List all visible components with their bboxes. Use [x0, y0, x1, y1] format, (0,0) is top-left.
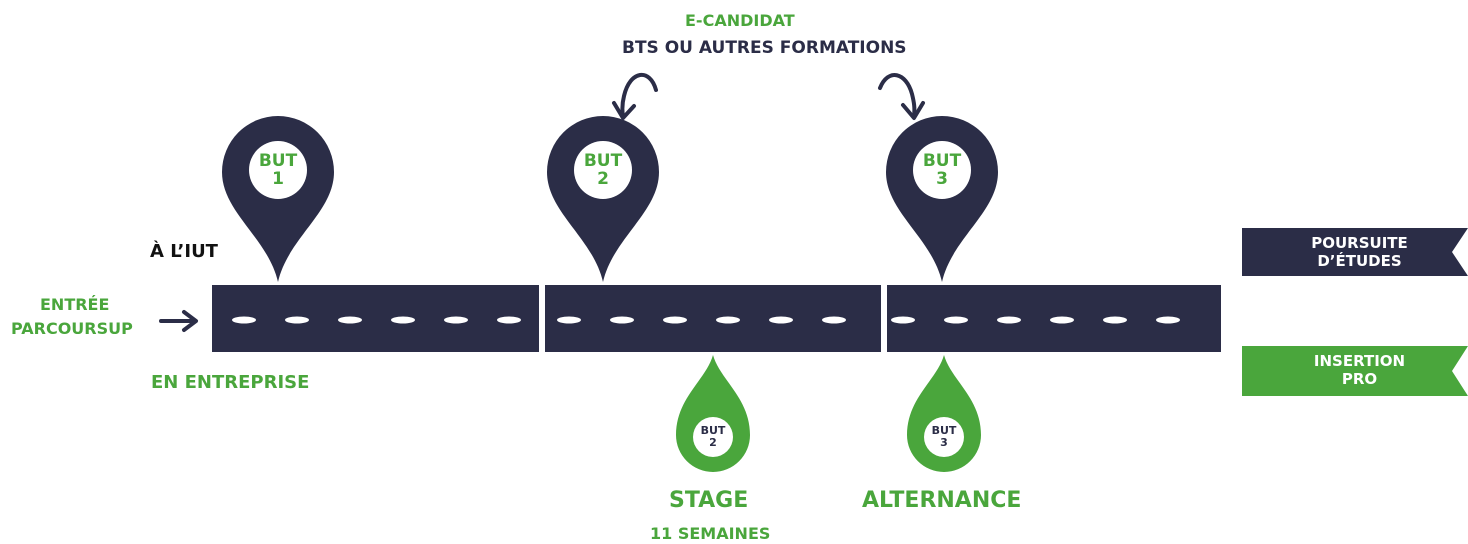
map-pin-icon	[547, 116, 659, 282]
pin-title: BUT	[700, 424, 726, 437]
pin-number: 2	[597, 169, 609, 189]
pin-title: BUT	[922, 151, 962, 171]
road-dash	[944, 316, 968, 324]
a-liut-label: À L’IUT	[150, 241, 218, 262]
curved-arrow-icon	[612, 72, 658, 120]
poursuite-line2: D’ÉTUDES	[1317, 252, 1402, 270]
road-dashes	[232, 316, 1180, 324]
road-dash	[716, 316, 740, 324]
road-dash	[557, 316, 581, 324]
map-pin-icon	[886, 116, 998, 282]
drop-pin-but3: BUT 3	[924, 425, 964, 449]
pin-number: 1	[272, 169, 284, 189]
road-dash	[1156, 316, 1180, 324]
entree-label: ENTRÉE	[40, 295, 110, 314]
parcoursup-label: PARCOURSUP	[11, 319, 133, 338]
insertion-line2: PRO	[1341, 370, 1378, 388]
insertion-text: INSERTION PRO	[1262, 352, 1457, 388]
outcome-banner-insertion	[1242, 346, 1468, 396]
pin-but1: BUT 1	[249, 152, 307, 188]
road-segment-but1	[212, 285, 539, 352]
poursuite-text: POURSUITE D’ÉTUDES	[1262, 234, 1457, 270]
insertion-line1: INSERTION	[1313, 352, 1406, 370]
road-dash	[1103, 316, 1127, 324]
e-candidat-label: E-CANDIDAT	[685, 11, 795, 30]
pin-number: 3	[936, 169, 948, 189]
pin-number: 2	[709, 436, 717, 449]
pin-title: BUT	[931, 424, 957, 437]
pin-but3: BUT 3	[913, 152, 971, 188]
road-dash	[497, 316, 521, 324]
road-dash	[391, 316, 415, 324]
road-dash	[610, 316, 634, 324]
road-dash	[1050, 316, 1074, 324]
alternance-label: ALTERNANCE	[862, 488, 1022, 513]
en-entreprise-label: EN ENTREPRISE	[151, 372, 310, 393]
outcome-banner-poursuite	[1242, 228, 1468, 276]
drop-pin-icon	[676, 355, 750, 472]
road-dash	[769, 316, 793, 324]
poursuite-line1: POURSUITE	[1311, 234, 1408, 252]
map-pin-icon	[222, 116, 334, 282]
stage-label: STAGE	[669, 488, 749, 513]
road-dash	[997, 316, 1021, 324]
pin-title: BUT	[583, 151, 623, 171]
road-dash	[285, 316, 309, 324]
drop-pin-but2: BUT 2	[693, 425, 733, 449]
stage-duration-label: 11 SEMAINES	[650, 524, 771, 543]
pin-title: BUT	[258, 151, 298, 171]
road-dash	[444, 316, 468, 324]
road-dash	[822, 316, 846, 324]
pin-number: 3	[940, 436, 948, 449]
drop-pin-icon	[907, 355, 981, 472]
curved-arrow-icon	[878, 73, 925, 120]
road-dash	[663, 316, 687, 324]
arrow-right-icon	[159, 310, 198, 332]
road-dash	[232, 316, 256, 324]
pin-but2: BUT 2	[574, 152, 632, 188]
road-dash	[891, 316, 915, 324]
bts-label: BTS OU AUTRES FORMATIONS	[622, 38, 907, 58]
road-dash	[338, 316, 362, 324]
